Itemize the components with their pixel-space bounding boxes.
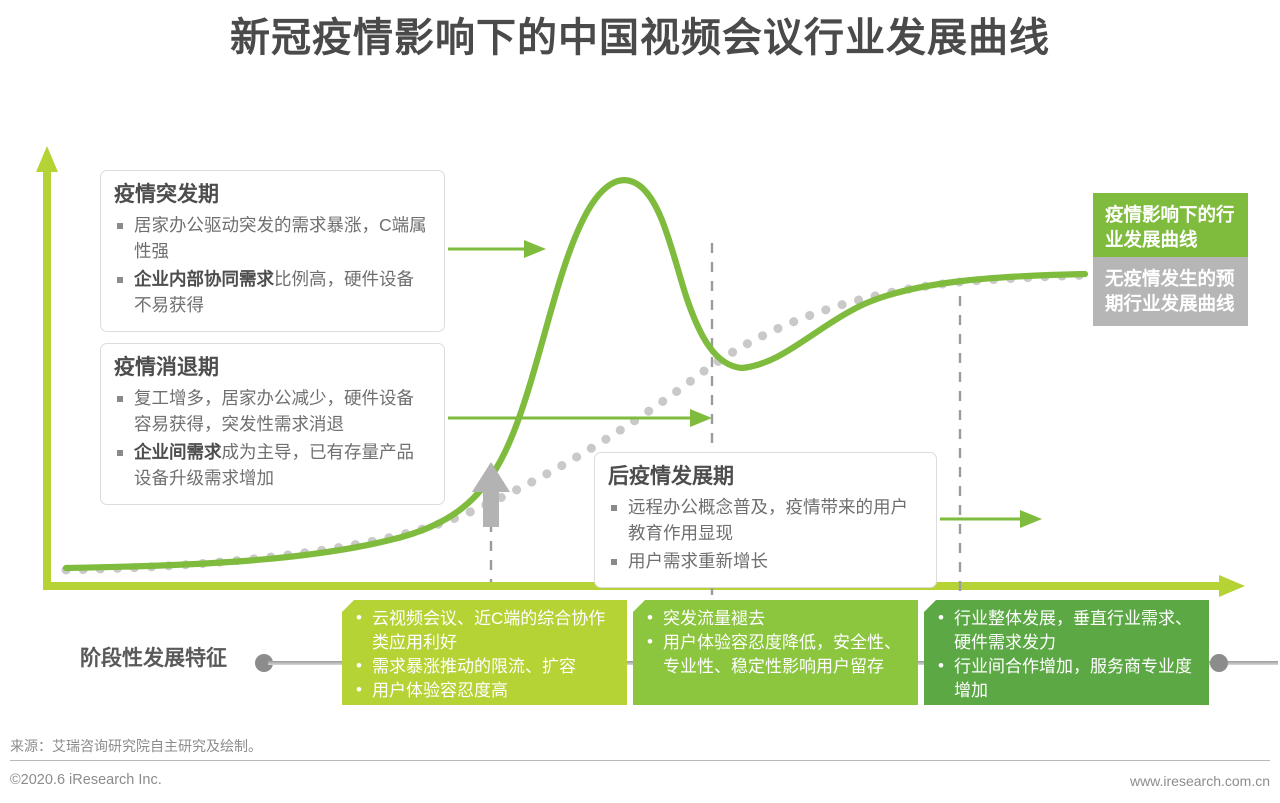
source-note: 来源：艾瑞咨询研究院自主研究及绘制。 [10, 738, 262, 754]
y-axis [36, 146, 58, 587]
timeline-end-dot [1210, 654, 1228, 672]
list-item: 用户体验容忍度降低，安全性、专业性、稳定性影响用户留存 [639, 630, 909, 679]
stage-feature-box-2: 突发流量褪去 用户体验容忍度降低，安全性、专业性、稳定性影响用户留存 [633, 600, 918, 705]
list-item: 行业整体发展，垂直行业需求、硬件需求发力 [930, 606, 1200, 655]
list-item: 远程办公概念普及，疫情带来的用户教育作用显现 [608, 494, 923, 546]
stage-feature-list-1: 云视频会议、近C端的综合协作类应用利好 需求暴涨推动的限流、扩容 用户体验容忍度… [348, 606, 618, 703]
list-item: 需求暴涨推动的限流、扩容 [348, 654, 618, 679]
epidemic-impact-curve [62, 177, 1089, 572]
legend-epidemic-curve: 疫情影响下的行业发展曲线 [1093, 193, 1248, 262]
stage-feature-list-3: 行业整体发展，垂直行业需求、硬件需求发力 行业间合作增加，服务商专业度增加 [930, 606, 1200, 703]
list-item: 云视频会议、近C端的综合协作类应用利好 [348, 606, 618, 655]
list-item: 行业间合作增加，服务商专业度增加 [930, 654, 1200, 703]
stage-feature-box-3: 行业整体发展，垂直行业需求、硬件需求发力 行业间合作增加，服务商专业度增加 [924, 600, 1209, 705]
callout-recession-list: 复工增多，居家办公减少，硬件设备容易获得，突发性需求消退 企业间需求成为主导，已… [114, 385, 431, 491]
callout-outbreak-list: 居家办公驱动突发的需求暴涨，C端属性强 企业内部协同需求比例高，硬件设备不易获得 [114, 212, 431, 318]
list-item: 突发流量褪去 [639, 606, 909, 631]
list-item: 企业间需求成为主导，已有存量产品设备升级需求增加 [114, 439, 431, 491]
callout-outbreak-heading: 疫情突发期 [114, 183, 219, 206]
stage-features-label: 阶段性发展特征 [80, 647, 227, 670]
copyright-note: ©2020.6 iResearch Inc. [10, 772, 162, 788]
stage-feature-box-1: 云视频会议、近C端的综合协作类应用利好 需求暴涨推动的限流、扩容 用户体验容忍度… [342, 600, 627, 705]
connector-arrow-post [940, 510, 1042, 528]
list-item: 居家办公驱动突发的需求暴涨，C端属性强 [114, 212, 431, 264]
callout-recession-heading: 疫情消退期 [114, 356, 219, 379]
legend-expected-curve: 无疫情发生的预期行业发展曲线 [1093, 257, 1248, 326]
list-item: 用户需求重新增长 [608, 548, 923, 574]
timeline-start-dot [255, 654, 273, 672]
stage-feature-list-2: 突发流量褪去 用户体验容忍度降低，安全性、专业性、稳定性影响用户留存 [639, 606, 909, 679]
website-link[interactable]: www.iresearch.com.cn [1129, 773, 1270, 789]
callout-post-epidemic-heading: 后疫情发展期 [608, 465, 734, 488]
callout-post-epidemic-list: 远程办公概念普及，疫情带来的用户教育作用显现 用户需求重新增长 [608, 494, 923, 574]
footer-divider [10, 760, 1270, 761]
callout-outbreak: 疫情突发期 居家办公驱动突发的需求暴涨，C端属性强 企业内部协同需求比例高，硬件… [100, 170, 445, 332]
demand-surge-arrow [472, 462, 510, 527]
list-item: 复工增多，居家办公减少，硬件设备容易获得，突发性需求消退 [114, 385, 431, 437]
connector-arrow-recession [448, 409, 712, 427]
callout-post-epidemic: 后疫情发展期 远程办公概念普及，疫情带来的用户教育作用显现 用户需求重新增长 [594, 452, 937, 588]
list-item: 用户体验容忍度高 [348, 678, 618, 703]
connector-arrow-outbreak [448, 240, 546, 258]
page-title: 新冠疫情影响下的中国视频会议行业发展曲线 [230, 16, 1050, 60]
callout-recession: 疫情消退期 复工增多，居家办公减少，硬件设备容易获得，突发性需求消退 企业间需求… [100, 343, 445, 505]
list-item: 企业内部协同需求比例高，硬件设备不易获得 [114, 266, 431, 318]
